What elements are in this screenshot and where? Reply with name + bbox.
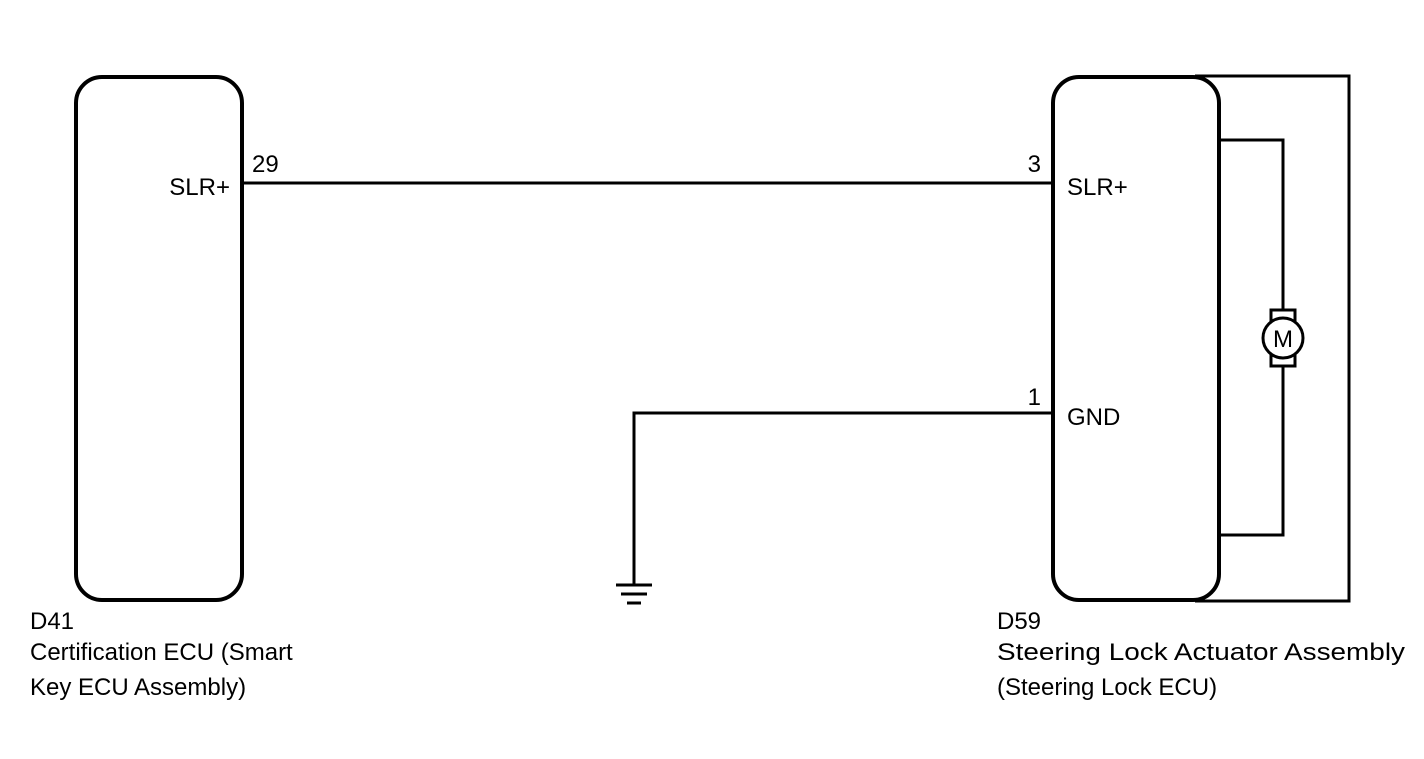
right-component-name-line2: (Steering Lock ECU) — [997, 674, 1217, 701]
motor-wire-bottom — [1219, 366, 1285, 537]
right-pin-3-number: 3 — [1028, 151, 1041, 178]
gnd-wire — [632, 411, 1053, 585]
right-pin-3-label: SLR+ — [1067, 174, 1128, 201]
certification-ecu-box — [74, 75, 244, 602]
right-component-code: D59 — [997, 608, 1041, 635]
actuator-assembly-frame — [1195, 74, 1351, 603]
motor-label: M — [1273, 326, 1293, 353]
left-component-name-line2: Key ECU Assembly) — [30, 674, 246, 701]
left-component-name-line1: Certification ECU (Smart — [30, 639, 293, 666]
ground-icon — [616, 583, 652, 605]
steering-lock-ecu-box — [1051, 75, 1221, 602]
right-pin-1-label: GND — [1067, 404, 1120, 431]
right-pin-1-number: 1 — [1028, 384, 1041, 411]
right-component-name-line1: Steering Lock Actuator Assembly — [997, 639, 1405, 666]
left-pin-label: SLR+ — [169, 174, 230, 201]
left-pin-number: 29 — [252, 151, 279, 178]
left-component-code: D41 — [30, 608, 74, 635]
motor-wire-top — [1219, 138, 1285, 310]
motor-icon: M — [1261, 308, 1305, 368]
